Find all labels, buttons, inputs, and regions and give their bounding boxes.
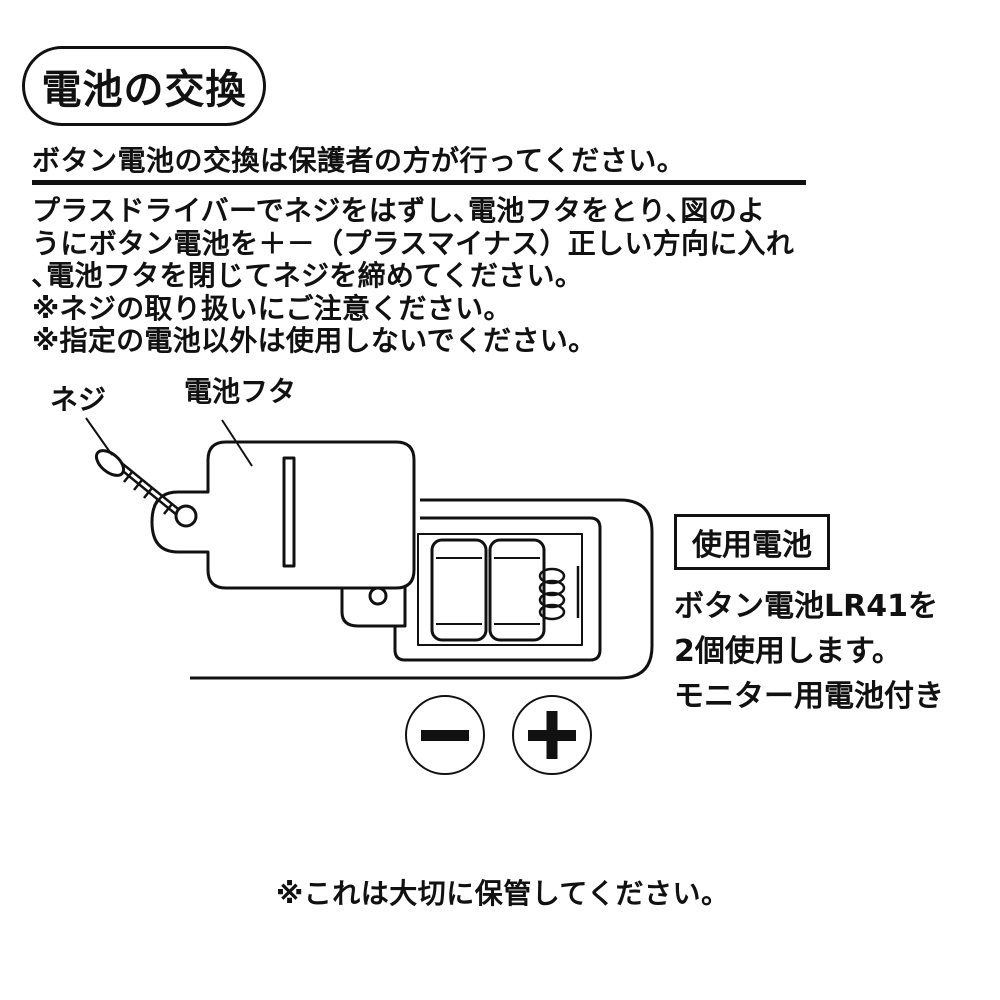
instruction-line: ※ネジの取り扱いにご注意ください。 xyxy=(32,291,512,325)
battery-info-line: 2個使用します。 xyxy=(674,634,902,669)
footer-note: ※これは大切に保管してください。 xyxy=(276,877,730,910)
caution-subtitle: ボタン電池の交換は保護者の方が行ってください。 xyxy=(32,144,686,177)
battery-type-label: 使用電池 xyxy=(674,514,830,570)
battery-info-line: モニター用電池付き xyxy=(674,679,944,714)
screw-label: ネジ xyxy=(50,383,107,416)
section-title: 電池の交換 xyxy=(22,46,266,126)
instructions: プラスドライバーでネジをはずし､電池フタをとり､図のよ うにボタン電池を＋－（プ… xyxy=(32,194,795,358)
instruction-line: ､電池フタを閉じてネジを締めてください。 xyxy=(32,259,584,292)
plus-icon xyxy=(512,695,592,775)
battery-info: ボタン電池LR41を 2個使用します。 モニター用電池付き xyxy=(674,584,944,719)
instruction-line: ※指定の電池以外は使用しないでください。 xyxy=(32,324,597,357)
battery-info-line: ボタン電池LR41を xyxy=(674,589,938,624)
minus-icon xyxy=(405,695,485,775)
battery-cover-label: 電池フタ xyxy=(184,375,297,408)
divider xyxy=(32,180,806,185)
instruction-line: プラスドライバーでネジをはずし､電池フタをとり､図のよ xyxy=(32,194,766,227)
instruction-line: うにボタン電池を＋－（プラスマイナス）正しい方向に入れ xyxy=(32,226,795,260)
